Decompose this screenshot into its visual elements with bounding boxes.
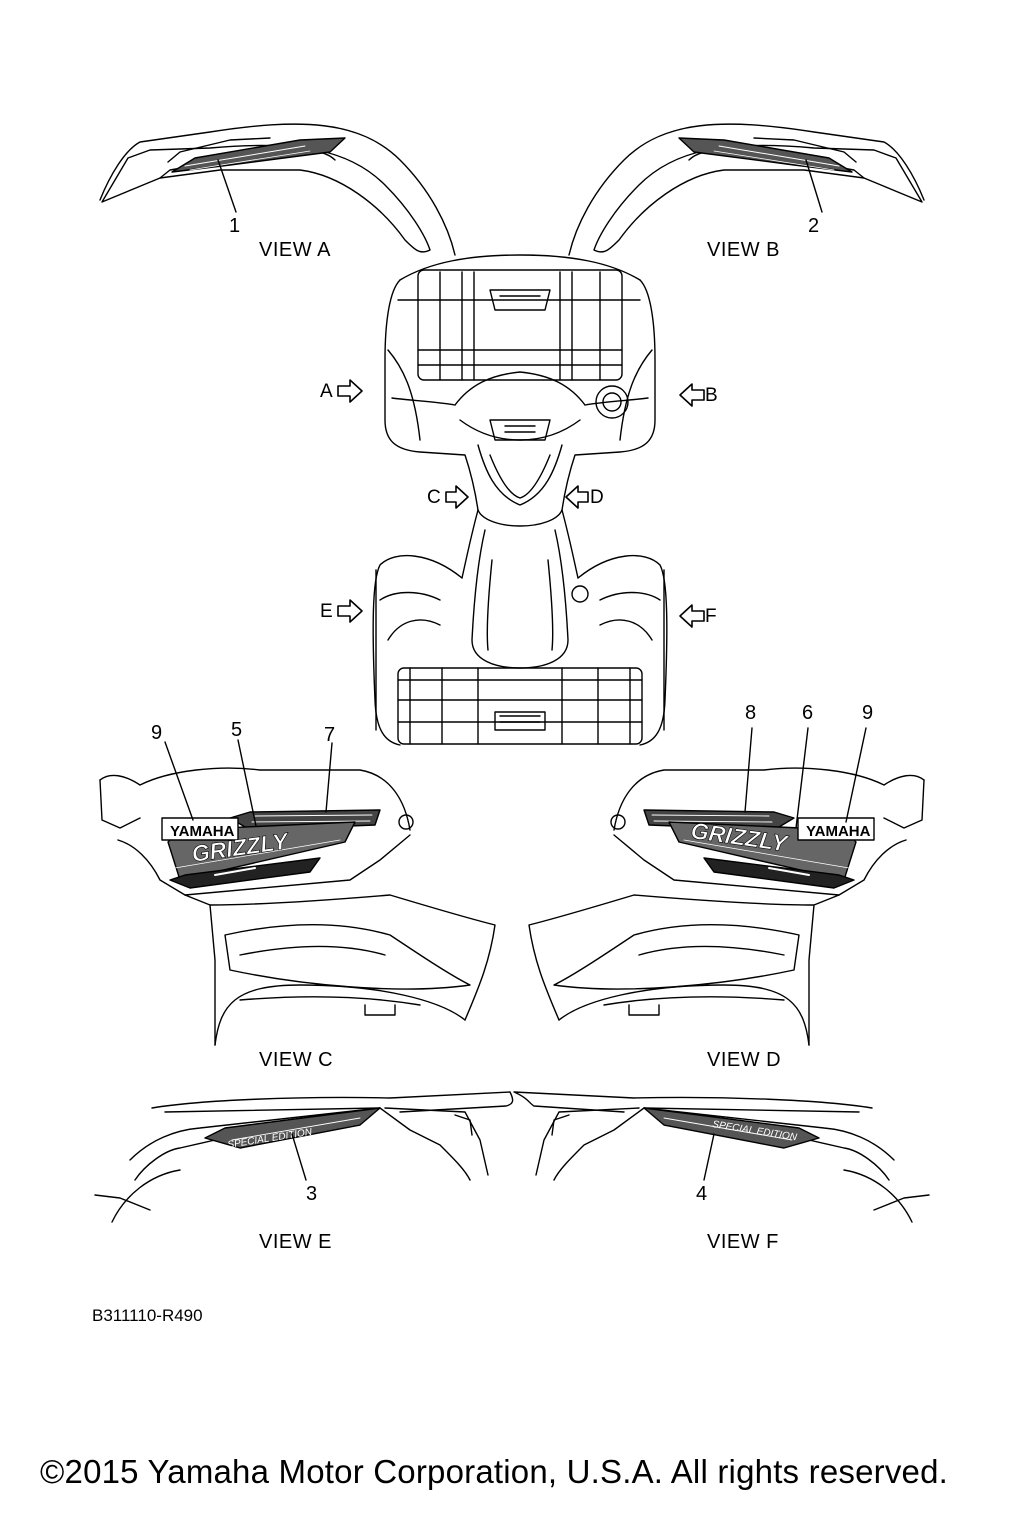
leader-6 — [795, 727, 809, 829]
arrow-b-icon — [679, 383, 705, 407]
callout-9-right: 9 — [862, 702, 874, 724]
atv-top-view-drawing — [372, 254, 668, 746]
callout-1: 1 — [229, 215, 241, 237]
callout-6: 6 — [802, 702, 814, 724]
leader-3 — [291, 1133, 307, 1181]
leader-9-right — [845, 727, 867, 823]
arrow-e-label: E — [320, 601, 333, 622]
view-e-label: VIEW E — [259, 1231, 333, 1253]
leader-1 — [217, 159, 237, 213]
callout-3: 3 — [306, 1183, 318, 1205]
side-panel-right-drawing: YAMAHA GRIZZLY — [528, 727, 925, 1046]
view-d-label: VIEW D — [707, 1049, 782, 1071]
decal-1-stripe — [171, 137, 346, 173]
copyright-notice: ©2015 Yamaha Motor Corporation, U.S.A. A… — [40, 1453, 948, 1490]
arrow-a-label: A — [320, 381, 333, 402]
decal-9-brand-badge-left — [161, 817, 239, 841]
arrow-a-icon — [337, 379, 363, 403]
arrow-f-icon — [679, 604, 705, 628]
leader-9-left — [164, 741, 194, 821]
arrow-c-label: C — [427, 487, 441, 508]
direction-arrows — [337, 379, 705, 628]
decal-2-stripe — [678, 137, 853, 173]
callout-2: 2 — [808, 215, 820, 237]
svg-text:YAMAHA: YAMAHA — [170, 823, 235, 840]
decal-9-brand-badge-right — [797, 817, 875, 841]
leader-4 — [703, 1133, 715, 1181]
rear-fender-right-drawing: SPECIAL EDITION — [513, 1091, 930, 1223]
callout-7: 7 — [324, 724, 336, 746]
svg-text:YAMAHA: YAMAHA — [806, 823, 871, 840]
decal-3-stripe — [204, 1107, 381, 1149]
arrow-d-label: D — [590, 487, 604, 508]
leader-5 — [237, 739, 257, 827]
leader-7 — [325, 742, 333, 813]
arrow-f-label: F — [705, 606, 717, 627]
view-a-label: VIEW A — [259, 239, 331, 261]
arrow-b-label: B — [705, 385, 718, 406]
front-fender-right-drawing — [568, 123, 925, 256]
decal-4-stripe — [643, 1107, 820, 1149]
part-number: B311110-R490 — [92, 1306, 203, 1325]
front-fender-left-drawing — [99, 123, 456, 256]
view-f-label: VIEW F — [707, 1231, 779, 1253]
view-b-label: VIEW B — [707, 239, 781, 261]
arrow-c-icon — [445, 485, 469, 509]
rear-fender-left-drawing: SPECIAL EDITION — [94, 1091, 514, 1223]
leader-2 — [805, 159, 823, 213]
view-c-label: VIEW C — [259, 1049, 334, 1071]
side-panel-left-drawing: YAMAHA GRIZZLY — [99, 739, 496, 1046]
arrow-e-icon — [337, 599, 363, 623]
callout-9-left: 9 — [151, 722, 163, 744]
callout-8: 8 — [745, 702, 757, 724]
leader-8 — [744, 727, 753, 813]
callout-4: 4 — [696, 1183, 708, 1205]
callout-5: 5 — [231, 719, 243, 741]
arrow-d-icon — [565, 485, 589, 509]
